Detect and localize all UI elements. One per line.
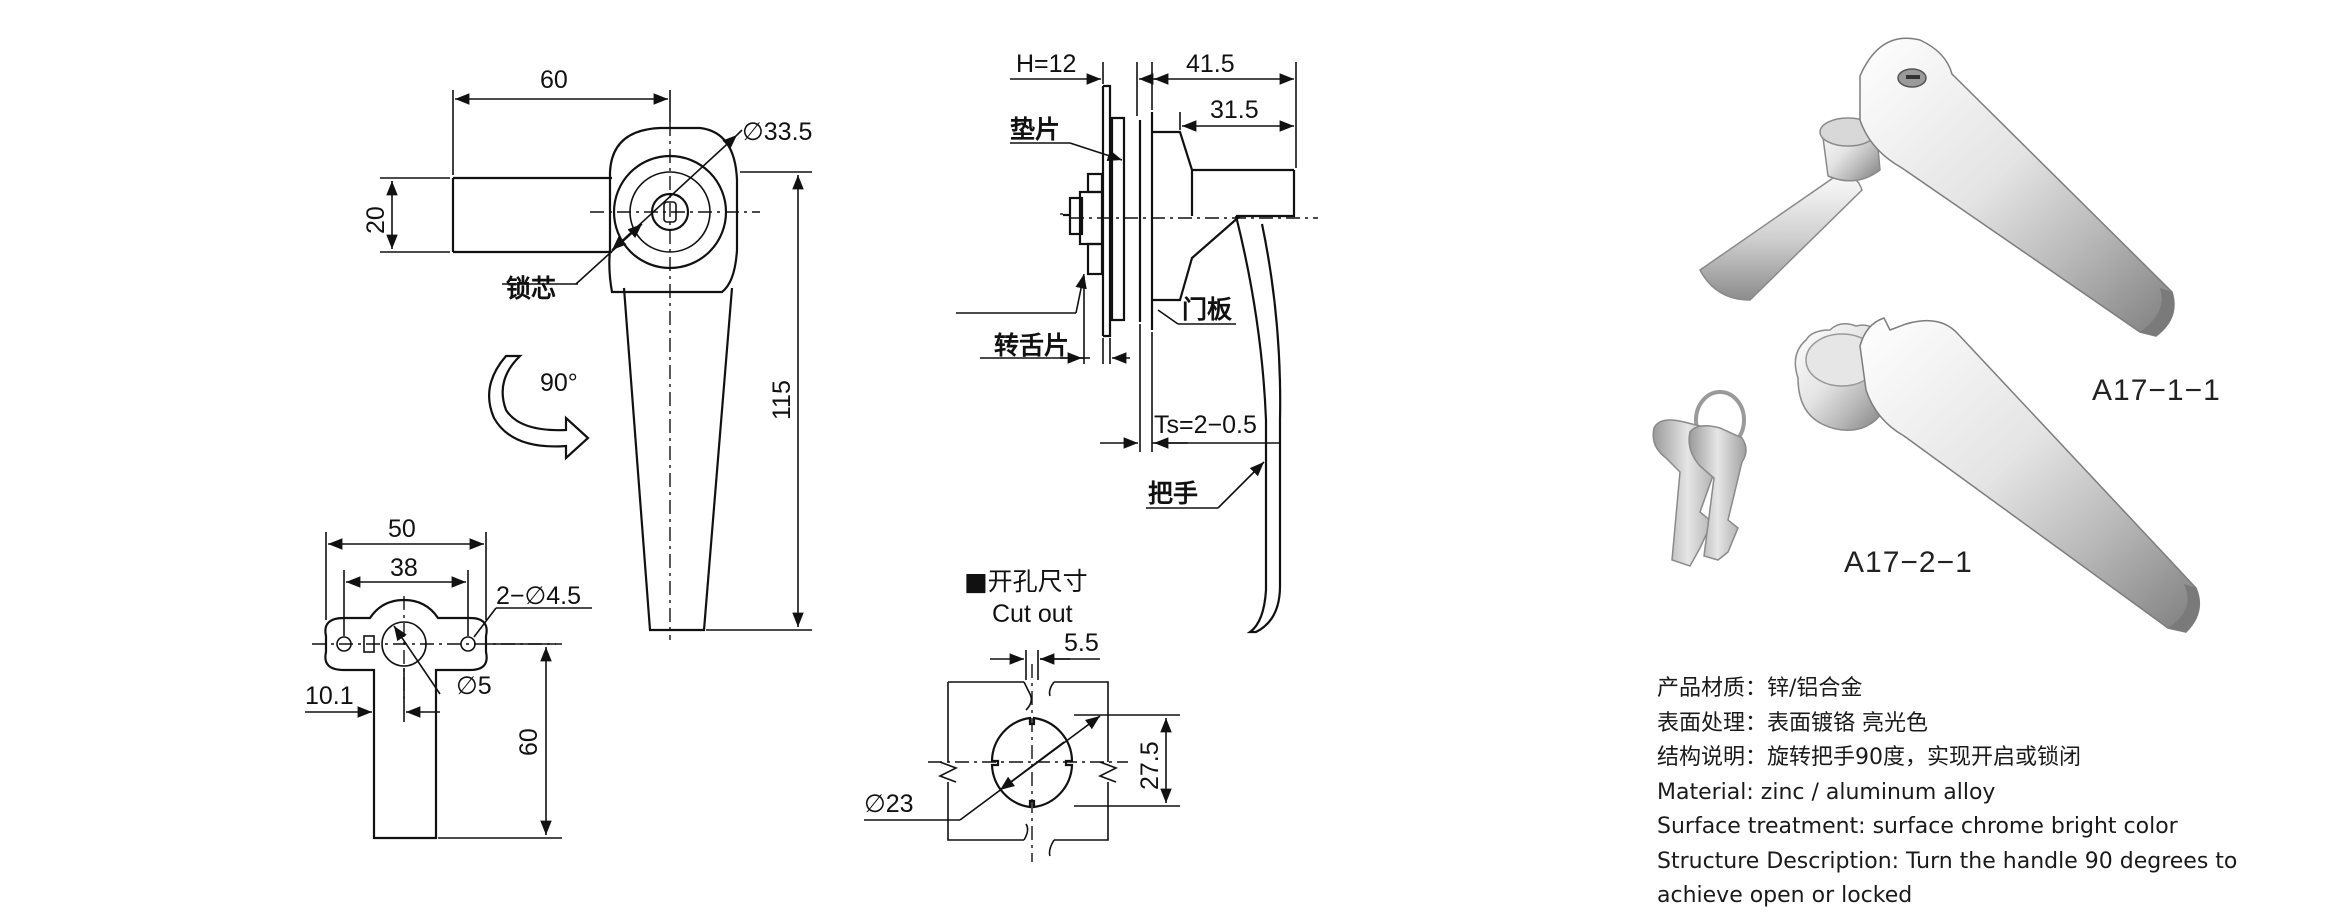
spec-line-surface-en: Surface treatment: surface chrome bright… (1657, 814, 2178, 839)
dim-plate-length: 60 (515, 728, 543, 756)
model-label-a: A17−1−1 (2092, 374, 2221, 407)
dim-plate-holes: 2−∅4.5 (496, 582, 581, 610)
dim-top-width: 60 (540, 66, 568, 94)
label-door: 门板 (1182, 295, 1232, 324)
keys-icon (1652, 390, 1747, 567)
dim-plate-hole-spacing: 38 (390, 554, 418, 582)
cutout-title-en: Cut out (992, 600, 1073, 628)
label-washer: 垫片 (1010, 115, 1060, 144)
dim-plate-width: 50 (388, 515, 416, 543)
plate-view: 50 38 2−∅4.5 10.1 ∅5 60 (305, 515, 592, 840)
dim-side-h: H=12 (1016, 50, 1076, 78)
rotation-arrow-icon (488, 354, 590, 461)
spec-line-structure-en: Structure Description: Turn the handle 9… (1657, 848, 2238, 874)
dim-plate-pin: ∅5 (456, 672, 492, 700)
front-view: 60 20 ∅33.5 115 锁芯 90° (362, 66, 812, 640)
dim-cut-55: 5.5 (1064, 629, 1099, 657)
spec-text-block: 产品材质：锌/铝合金 表面处理：表面镀铬 亮光色 结构说明：旋转把手90度，实现… (1657, 672, 2297, 914)
product-photo-a (1699, 37, 2175, 337)
spec-line-material-cn: 产品材质：锌/铝合金 (1657, 676, 1863, 701)
spec-line-surface-cn: 表面处理：表面镀铬 亮光色 (1657, 710, 1928, 736)
label-cam: 转舌片 (994, 331, 1069, 360)
dim-side-315: 31.5 (1210, 96, 1259, 124)
spec-line-material-en: Material: zinc / aluminum alloy (1657, 779, 1996, 805)
spec-line-structure-en-cont: achieve open or locked (1657, 883, 1913, 908)
product-photo-b (1652, 317, 2201, 633)
dim-cut-275: 27.5 (1136, 741, 1164, 790)
dim-cut-23: ∅23 (864, 790, 914, 818)
model-label-b: A17−2−1 (1844, 546, 1973, 579)
spec-line-structure-cn: 结构说明：旋转把手90度，实现开启或锁闭 (1657, 745, 2081, 770)
dim-side-415: 41.5 (1186, 50, 1235, 78)
cutout-view: ■开孔尺寸 Cut out 5.5 27.5 ∅23 (864, 567, 1180, 862)
label-lock-core: 锁芯 (506, 274, 556, 303)
dim-top-diameter: ∅33.5 (742, 118, 812, 146)
cutout-title-cn: ■开孔尺寸 (964, 567, 1088, 596)
dim-plate-offset: 10.1 (305, 682, 354, 710)
label-handle: 把手 (1148, 479, 1198, 508)
dim-top-height: 20 (362, 206, 390, 234)
dim-top-length: 115 (768, 380, 796, 420)
side-view: H=12 41.5 31.5 垫片 门板 转舌片 T (956, 50, 1318, 634)
rotation-label: 90° (540, 369, 578, 397)
dim-side-ts: Ts=2−0.5 (1154, 411, 1257, 439)
